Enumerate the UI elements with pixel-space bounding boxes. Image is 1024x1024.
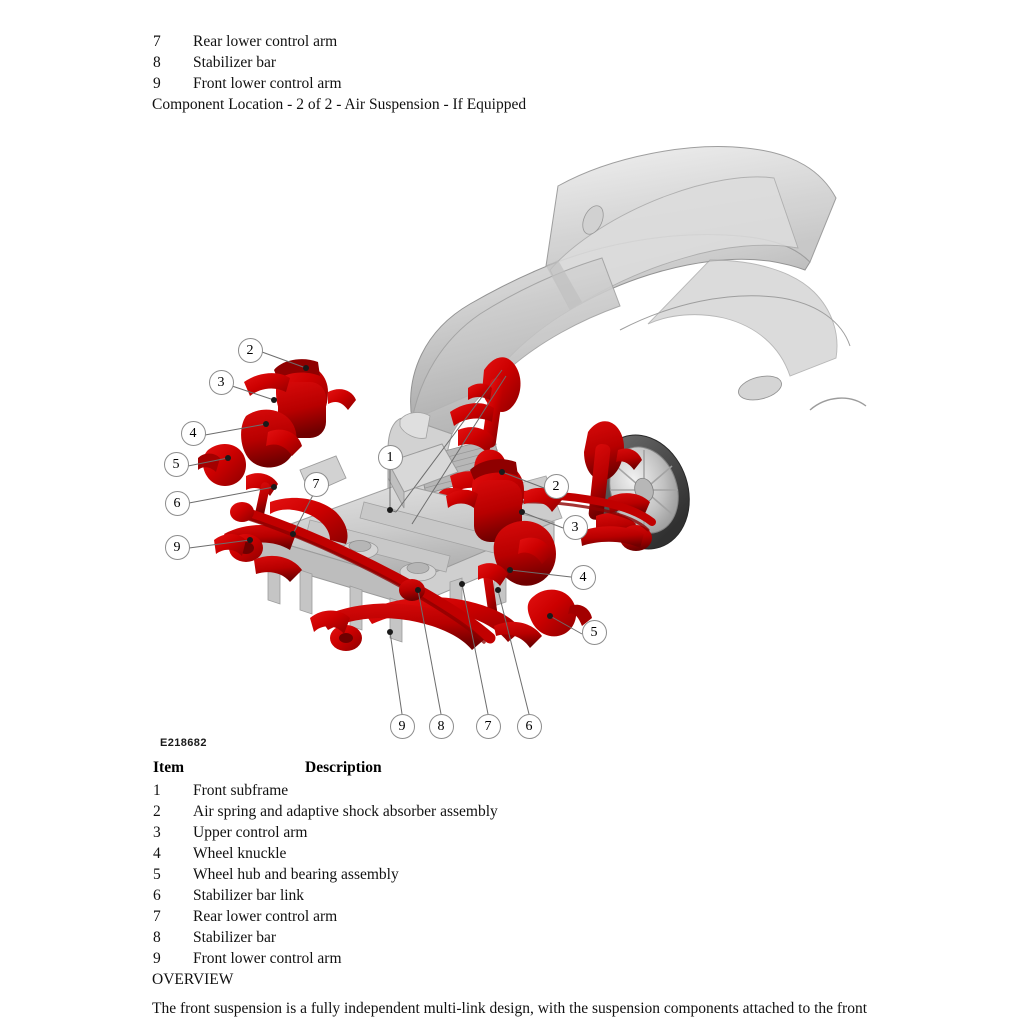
callout-7-left: 7	[303, 471, 329, 497]
overview-heading: OVERVIEW	[152, 971, 234, 988]
callout-9-bottom: 9	[389, 713, 415, 739]
table-row-item: 1	[153, 782, 161, 799]
table-header-item: Item	[153, 759, 184, 776]
illustration-svg	[187, 146, 867, 715]
figure-id-label: E218682	[160, 737, 207, 749]
callout-2-right: 2	[543, 473, 569, 499]
table-row-description: Upper control arm	[193, 824, 308, 841]
table-row-item: 2	[153, 803, 161, 820]
section-caption: Component Location - 2 of 2 - Air Suspen…	[152, 96, 527, 113]
table-header-description: Description	[305, 759, 382, 776]
callout-6-bottom: 6	[516, 713, 542, 739]
table-row-item: 8	[153, 929, 161, 946]
callout-8-bottom: 8	[428, 713, 454, 739]
table-row-description: Front lower control arm	[193, 950, 342, 967]
table-row-description: Air spring and adaptive shock absorber a…	[193, 803, 498, 820]
leader-lines	[187, 351, 583, 715]
overview-paragraph: The front suspension is a fully independ…	[152, 1000, 868, 1017]
left-suspension-assembly	[198, 359, 356, 582]
list-item-number: 8	[153, 54, 161, 71]
callout-7-bottom: 7	[475, 713, 501, 739]
list-item-description: Rear lower control arm	[193, 33, 338, 50]
callout-2-left: 2	[237, 337, 263, 363]
table-row-description: Wheel hub and bearing assembly	[193, 866, 399, 883]
callout-3-right: 3	[562, 514, 588, 540]
table-row-description: Front subframe	[193, 782, 289, 799]
callout-9-left: 9	[164, 534, 190, 560]
table-row-item: 6	[153, 887, 161, 904]
callout-1-subframe: 1	[377, 444, 403, 470]
callout-6-left: 6	[164, 490, 190, 516]
table-row-item: 5	[153, 866, 161, 883]
callout-5-left: 5	[163, 451, 189, 477]
suspension-illustration: 1 2 3 4 5 6 7 9 2 3 4 5 9 8 7 6	[150, 120, 910, 740]
callout-4-right: 4	[570, 564, 596, 590]
table-row-description: Wheel knuckle	[193, 845, 287, 862]
list-item-number: 7	[153, 33, 161, 50]
callout-5-right: 5	[581, 619, 607, 645]
table-row-item: 9	[153, 950, 161, 967]
callout-3-left: 3	[208, 369, 234, 395]
table-row-description: Rear lower control arm	[193, 908, 338, 925]
table-row-item: 4	[153, 845, 161, 862]
table-row-item: 3	[153, 824, 161, 841]
callout-4-left: 4	[180, 420, 206, 446]
right-suspension-assembly	[310, 459, 592, 651]
table-row-item: 7	[153, 908, 161, 925]
list-item-number: 9	[153, 75, 161, 92]
leader-dots	[225, 365, 553, 635]
list-item-description: Front lower control arm	[193, 75, 342, 92]
table-row-description: Stabilizer bar link	[193, 887, 305, 904]
table-row-description: Stabilizer bar	[193, 929, 277, 946]
list-item-description: Stabilizer bar	[193, 54, 277, 71]
